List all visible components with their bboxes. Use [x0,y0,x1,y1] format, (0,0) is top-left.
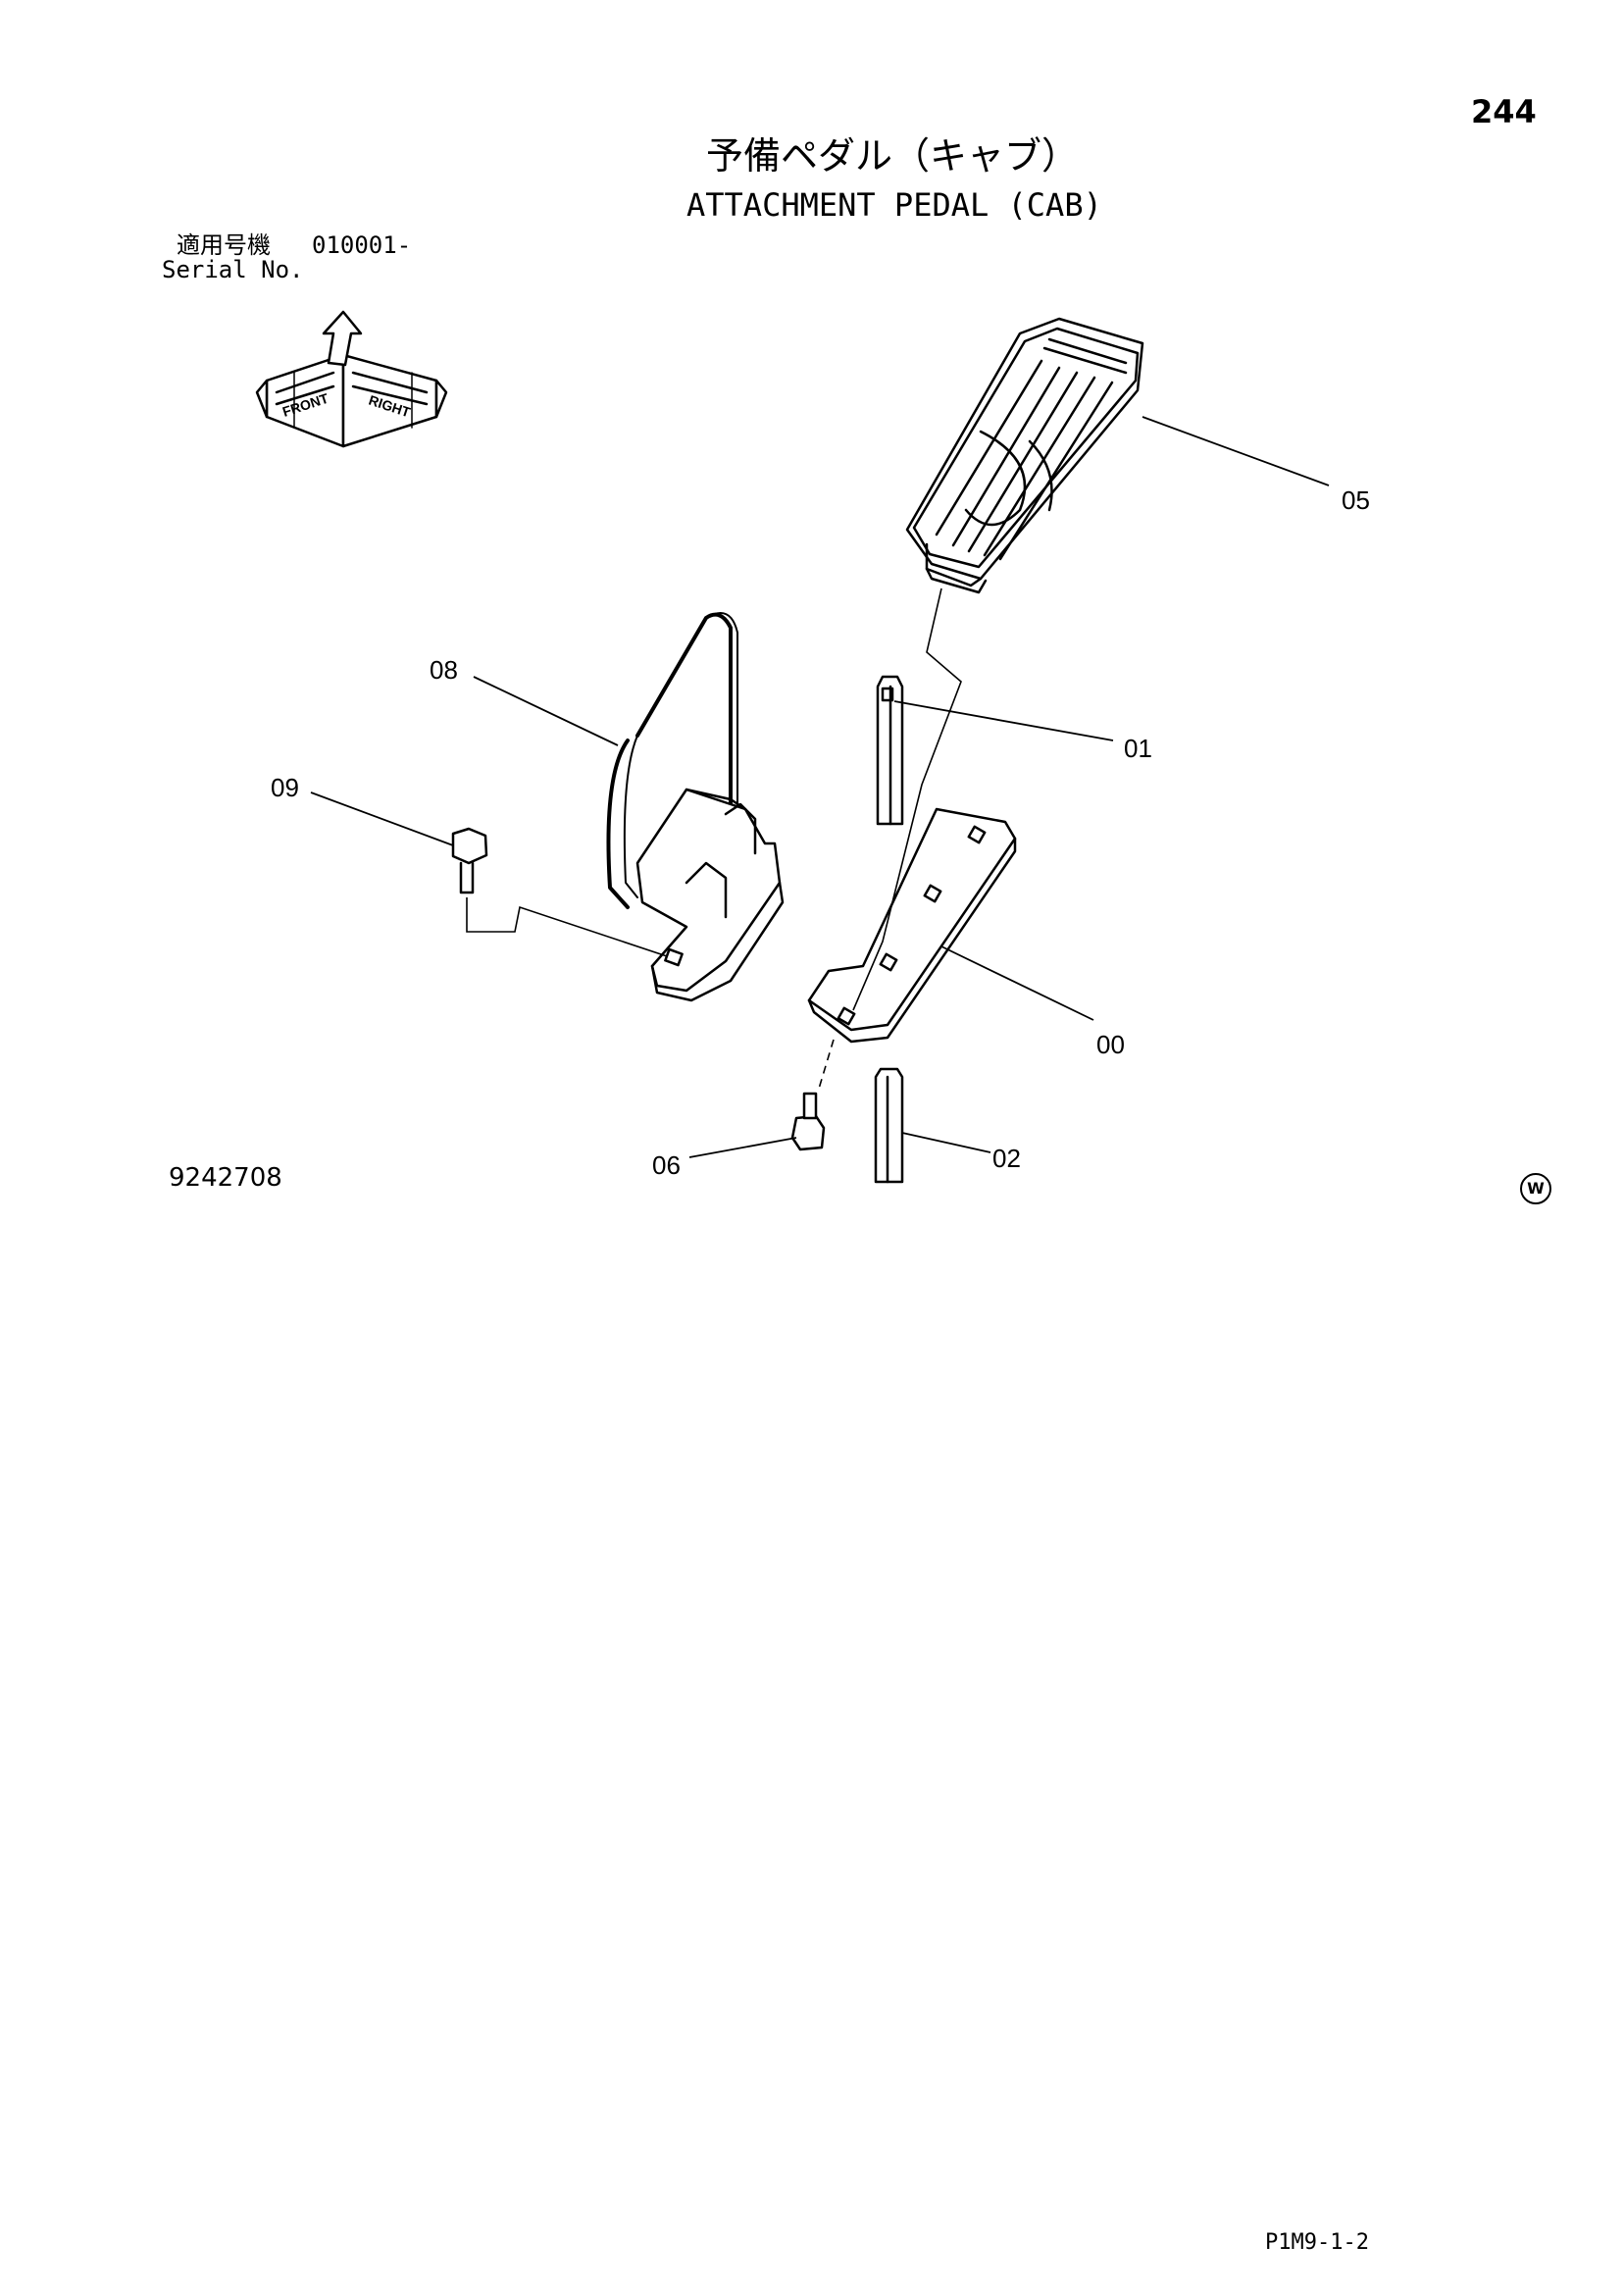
part-05-pedal-cover [905,317,1144,594]
page-number: 244 [1471,93,1537,130]
part-08-handle [606,612,738,909]
assembly-lines [466,587,962,1090]
callout-05: 05 [1342,485,1370,515]
callout-00: 00 [1096,1030,1125,1059]
callout-02: 02 [992,1144,1021,1173]
leader-lines [310,416,1330,1158]
serial-value: 010001- [312,231,412,259]
callout-08: 08 [430,655,458,685]
title-japanese: 予備ペダル（キャブ） [706,134,1080,178]
drawing-number: 9242708 [169,1163,282,1193]
callout-09: 09 [271,773,299,802]
part-00-bracket-plate [807,807,1017,1044]
serial-label-english: Serial No. [162,256,304,283]
part-06-cap [790,1092,826,1151]
title-english: ATTACHMENT PEDAL (CAB) [686,186,1102,224]
part-09-bolt [451,827,488,894]
part-08-base-bracket [635,788,785,1002]
footer-code: P1M9-1-2 [1265,2230,1369,2255]
serial-label-japanese: 適用号機 [177,231,271,259]
watermark-badge: W [1520,1173,1551,1204]
callout-06: 06 [652,1150,681,1180]
callout-01: 01 [1124,734,1152,763]
part-02-lower-bar [874,1067,904,1184]
orientation-icon: FRONT RIGHT [255,310,448,448]
part-01-upper-bar [876,675,904,826]
